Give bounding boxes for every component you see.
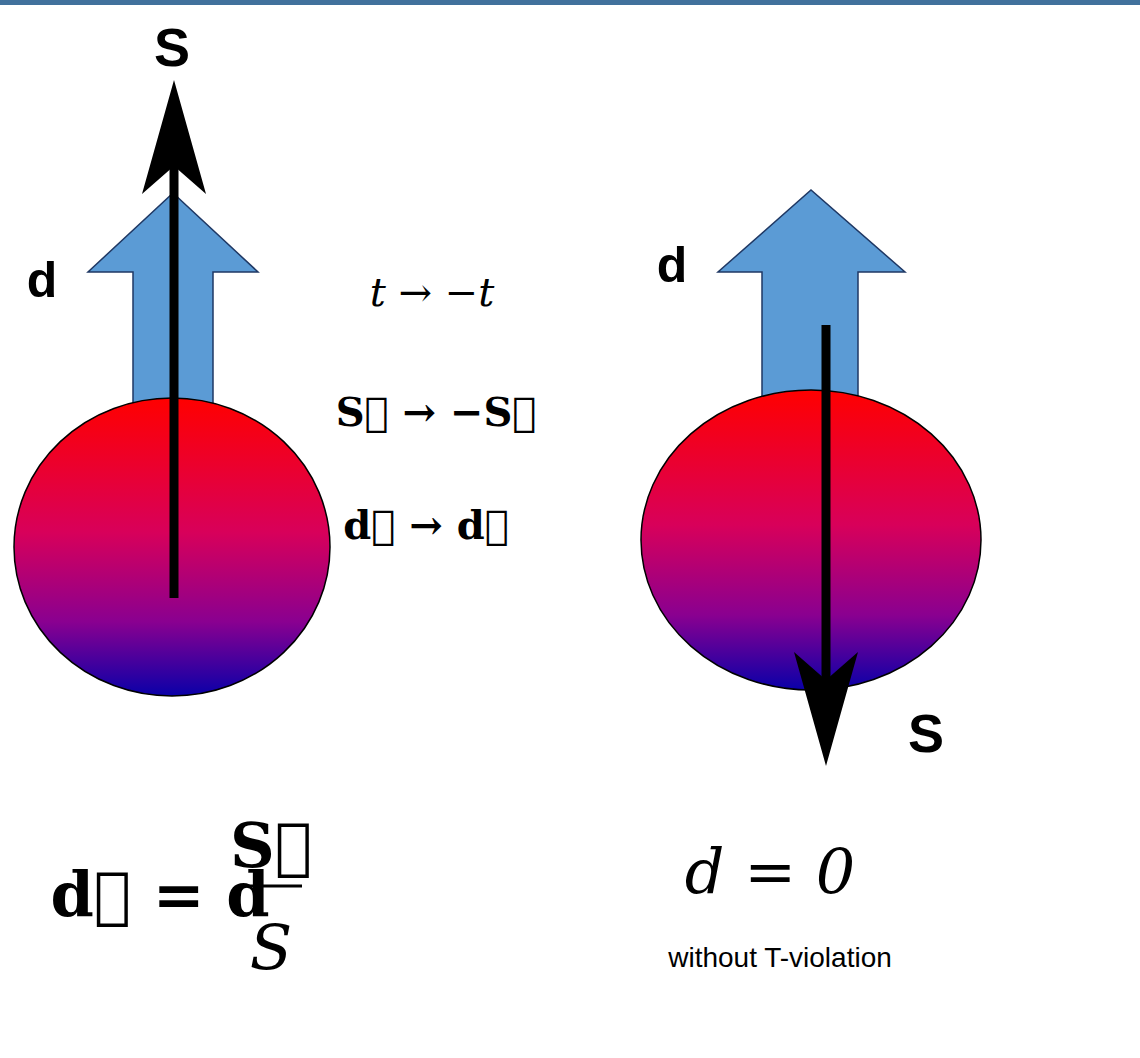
spin-arrowhead bbox=[142, 80, 206, 194]
spin-arrow bbox=[170, 150, 179, 598]
spin-arrow bbox=[822, 325, 831, 720]
spin-arrowhead bbox=[794, 652, 858, 766]
dipole-invariance: d⃗ → d⃗ bbox=[343, 503, 508, 547]
particle-sphere bbox=[641, 390, 981, 690]
header-bar bbox=[0, 0, 1140, 5]
spin-label: S bbox=[154, 18, 190, 77]
fraction-numerator: S⃗ bbox=[230, 812, 312, 880]
note: without T-violation bbox=[668, 943, 892, 974]
dipole-arrow bbox=[718, 190, 905, 410]
spin-reversal: S⃗ → −S⃗ bbox=[336, 390, 537, 434]
dipole-label: d bbox=[27, 253, 58, 308]
dipole-label: d bbox=[657, 238, 688, 293]
fraction-denominator: S bbox=[250, 914, 292, 982]
time-reversal: t → −t bbox=[370, 270, 495, 314]
zero-dipole: d = 0 bbox=[685, 838, 856, 906]
spin-label: S bbox=[908, 704, 944, 763]
